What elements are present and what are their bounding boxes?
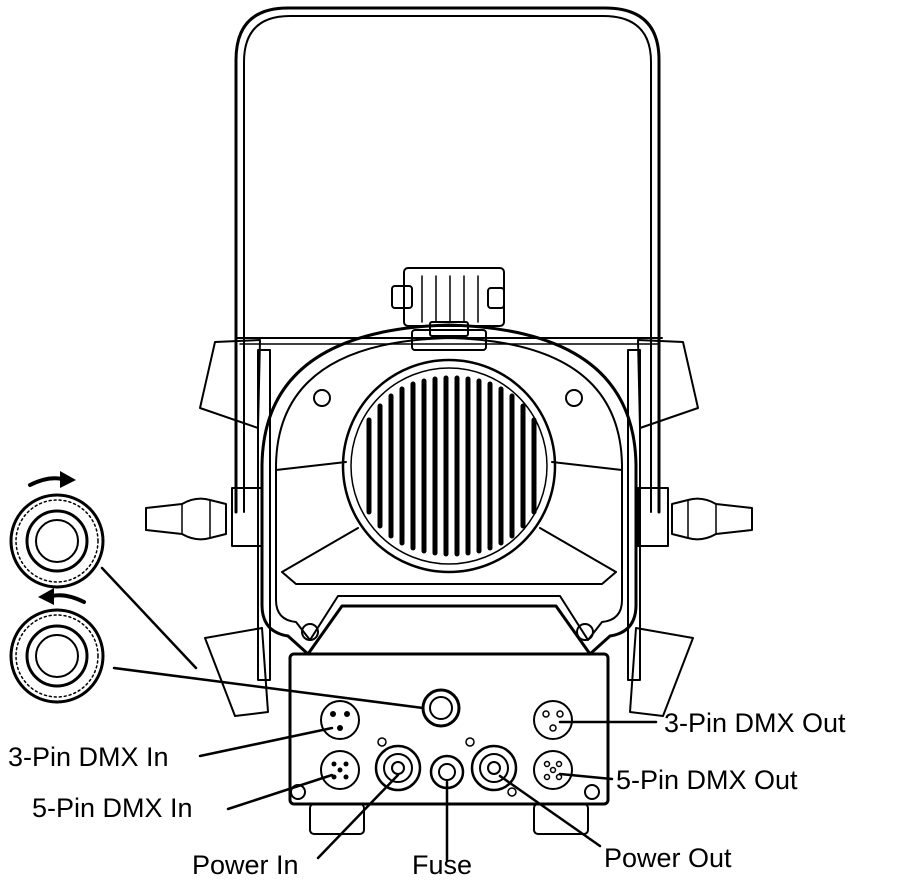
label-power-in: Power In xyxy=(192,850,299,880)
label-5pin-dmx-in: 5-Pin DMX In xyxy=(32,793,193,823)
left-lock-handle xyxy=(145,497,227,541)
knob-rotate-counterclockwise-icon xyxy=(9,588,105,704)
knob-rotate-clockwise-icon xyxy=(9,471,105,589)
dmx-3pin-in-connector xyxy=(320,700,360,740)
power-in-connector xyxy=(374,737,422,792)
label-fuse: Fuse xyxy=(412,850,472,880)
fan-grille xyxy=(341,358,557,574)
tilt-lock-clamp xyxy=(391,267,505,337)
label-power-out: Power Out xyxy=(604,843,732,873)
label-5pin-dmx-out: 5-Pin DMX Out xyxy=(616,765,798,795)
side-brackets xyxy=(231,349,669,681)
head-housing xyxy=(260,323,638,656)
barn-doors xyxy=(199,337,699,717)
dmx-5pin-in-connector xyxy=(320,750,360,790)
connector-panel xyxy=(288,652,610,835)
label-3pin-dmx-out: 3-Pin DMX Out xyxy=(664,708,846,738)
label-3pin-dmx-in: 3-Pin DMX In xyxy=(8,742,169,772)
right-lock-handle xyxy=(671,497,753,541)
dmx-5pin-out-connector xyxy=(533,750,573,790)
leader-lines xyxy=(100,566,658,862)
focus-knob-port xyxy=(421,688,461,728)
dmx-3pin-out-connector xyxy=(533,700,573,740)
yoke xyxy=(234,6,661,514)
power-out-connector xyxy=(465,737,518,797)
